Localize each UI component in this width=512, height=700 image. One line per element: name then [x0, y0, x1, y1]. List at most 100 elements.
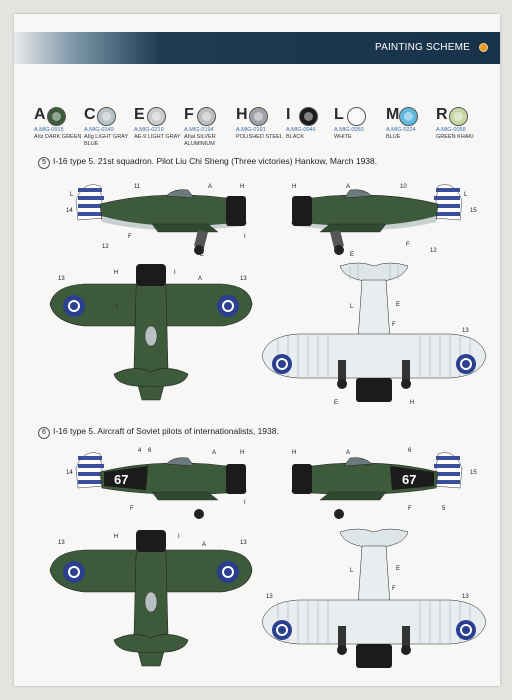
callout-label: 13	[58, 276, 65, 282]
wheel	[194, 245, 204, 255]
callout-label: H	[292, 184, 296, 190]
color-code: A.MIG-0249	[84, 127, 114, 133]
cowling	[292, 196, 312, 226]
wing	[261, 599, 487, 645]
profile-left-scheme5: L 14 11 A H I 12 F E	[66, 184, 247, 258]
callout-label: I	[178, 534, 180, 540]
wing	[151, 223, 219, 233]
color-code: A.MIG-0915	[34, 127, 64, 133]
cowling	[136, 264, 166, 286]
cowling	[292, 464, 312, 494]
tailplane	[339, 262, 409, 283]
bottomview-scheme5: L E F 13 E H	[261, 262, 487, 406]
color-name: AIIg LIGHT GRAY BLUE	[84, 134, 129, 147]
paint-swatch-icon	[347, 107, 366, 126]
color-letter: C	[84, 106, 96, 123]
landing-gear	[337, 360, 411, 389]
color-letter: R	[436, 106, 448, 123]
tailplane	[339, 528, 409, 549]
callout-label: 4	[138, 448, 142, 454]
callout-label: F	[128, 234, 132, 240]
scheme-number: 5	[38, 157, 50, 169]
wing	[319, 491, 387, 501]
color-letter: H	[236, 106, 248, 123]
canopy	[165, 189, 195, 199]
cowling	[356, 644, 392, 668]
callout-label: F	[406, 242, 410, 248]
profile-left-scheme6: 67 14 4 6 A H F I	[66, 448, 247, 519]
wheel	[194, 509, 204, 519]
paint-swatch-icon	[249, 107, 268, 126]
tactical-code: 67	[114, 472, 128, 487]
cowling	[226, 196, 246, 226]
callout-label: A	[198, 276, 202, 282]
callout-label: E	[200, 252, 204, 258]
callout-label: A	[346, 184, 350, 190]
callout-label: 13	[266, 594, 273, 600]
callout-label: 5	[442, 506, 446, 512]
cowling	[136, 530, 166, 552]
tail-stripes	[75, 184, 105, 221]
paint-swatch-icon	[449, 107, 468, 126]
tail-stripes	[433, 184, 463, 221]
roundel-icon	[63, 295, 85, 317]
callout-label: F	[408, 506, 412, 512]
roundel-icon	[217, 295, 239, 317]
wheel	[334, 509, 344, 519]
paint-swatch-icon	[299, 107, 318, 126]
color-code: A.MIG-0050	[334, 127, 364, 133]
callout-label: A	[208, 184, 212, 190]
tactical-code: 67	[402, 472, 416, 487]
callout-label: E	[334, 400, 338, 406]
instruction-page: PAINTING SCHEME A A.MIG-0915 AIIz DARK G…	[14, 14, 500, 686]
scheme-number: 6	[38, 427, 50, 439]
callout-label: I	[116, 304, 118, 310]
scheme-title: I-16 type 5. 21st squadron. Pilot Liu Ch…	[53, 156, 378, 166]
callout-label: 6	[148, 448, 152, 454]
scheme-title: I-16 type 5. Aircraft of Soviet pilots o…	[53, 426, 279, 436]
wing	[151, 491, 219, 501]
callout-label: 13	[462, 328, 469, 334]
color-name: BLACK	[286, 134, 305, 140]
canopy	[165, 457, 195, 467]
canopy	[144, 325, 158, 347]
cowling	[356, 378, 392, 402]
color-code: A.MIG-0219	[134, 127, 164, 133]
callout-label: 13	[462, 594, 469, 600]
color-legend: A A.MIG-0915 AIIz DARK GREEN C A.MIG-024…	[34, 106, 494, 162]
color-letter: I	[286, 106, 291, 123]
landing-gear	[194, 230, 208, 248]
roundel-icon	[456, 354, 476, 374]
color-name: BLUE	[386, 134, 401, 140]
callout-label: 15	[470, 208, 477, 214]
callout-label: H	[292, 450, 296, 456]
color-code: A.MIG-0058	[436, 127, 466, 133]
callout-label: F	[130, 506, 134, 512]
landing-gear	[337, 626, 411, 655]
bottomview-scheme6: L E F 13 13	[261, 528, 487, 668]
callout-label: E	[350, 252, 354, 258]
callout-label: A	[346, 450, 350, 456]
wing	[319, 223, 387, 233]
callout-label: 10	[400, 184, 407, 190]
callout-label: 12	[102, 244, 109, 250]
tail-stripes	[75, 452, 105, 489]
callout-label: H	[240, 184, 244, 190]
color-name: AIIz DARK GREEN	[34, 134, 82, 140]
callout-label: 13	[240, 276, 247, 282]
profile-right-scheme6: 67 H A 6 15 5 F	[291, 448, 477, 519]
black-panel	[104, 466, 148, 490]
color-name: WHITE	[334, 134, 352, 140]
color-code: A.MIG-0191	[236, 127, 266, 133]
topview-scheme6: 13 13 H I A	[49, 530, 253, 667]
callout-label: F	[392, 586, 396, 592]
callout-label: I	[244, 234, 246, 240]
black-panel	[390, 466, 434, 490]
callout-label: H	[114, 534, 118, 540]
color-letter: F	[184, 106, 194, 123]
wing	[261, 333, 487, 379]
callout-label: 14	[66, 208, 73, 214]
color-code: A.MIG-0046	[286, 127, 316, 133]
page-marker-icon	[479, 43, 488, 52]
callout-label: 12	[430, 248, 437, 254]
